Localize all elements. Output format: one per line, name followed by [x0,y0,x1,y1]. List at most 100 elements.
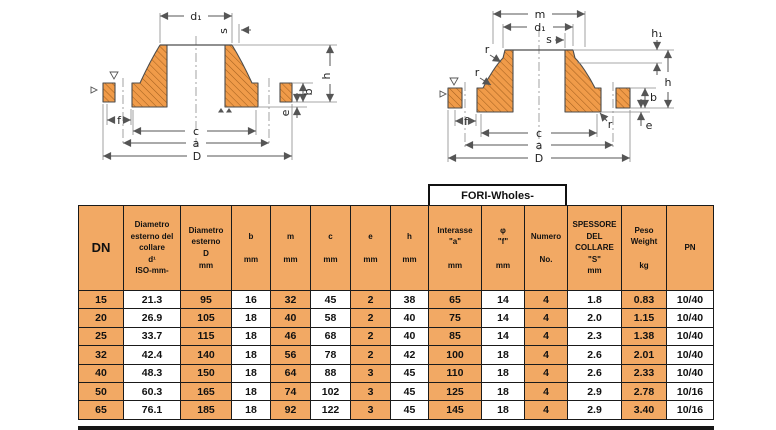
column-header-peso: Peso Weight kg [621,205,667,291]
table-cell: 2 [350,289,391,310]
right-flange-drawing: m d₁ s h₁ h b e f [439,8,674,165]
collar-section-right-half [564,49,602,113]
flange-section-left-half [131,44,168,108]
table-cell: 2 [350,326,391,347]
table-cell: 185 [180,400,232,420]
dim-label-r: r [485,43,490,56]
flange-ring-section [447,87,463,109]
table-cell: 10/40 [666,363,714,383]
dim-label-d1: d₁ [534,21,545,34]
table-cell: 40 [78,363,124,383]
table-cell: 18 [481,381,525,402]
surface-finish-icon [90,86,99,94]
column-header-dn: DN [78,205,124,291]
table-cell: 4 [524,289,568,310]
table-cell: 50 [78,381,124,402]
dim-label-f: f [464,115,469,128]
table-cell: 18 [231,381,271,402]
table-cell: 150 [180,363,232,383]
table-cell: 10/40 [666,345,714,365]
dim-label-b: b [650,91,657,104]
table-cell: 2.33 [621,363,667,383]
table-cell: 32 [78,345,124,365]
column-header-hole-diameter: φ "f" mm [481,205,525,291]
table-cell: 4 [524,326,568,347]
table-cell: 56 [270,345,311,365]
table-cell: 0.83 [621,289,667,310]
dim-label-s: s [217,28,230,34]
table-cell: 48.3 [123,363,181,383]
left-flange-drawing: d₁ s h b e f c a [90,10,337,163]
table-cell: 65 [428,289,482,310]
table-cell: 92 [270,400,311,420]
table-cell: 115 [180,326,232,347]
table-cell: 3 [350,381,391,402]
table-cell: 100 [428,345,482,365]
dim-label-m: m [535,8,546,21]
table-cell: 2.01 [621,345,667,365]
table-cell: 38 [390,289,429,310]
header-row: DN Diametro esterno del collare d¹ ISO-m… [78,205,714,291]
table-cell: 3.40 [621,400,667,420]
table-cell: 4 [524,381,568,402]
dim-label-b: b [302,88,315,95]
table-cell: 3 [350,363,391,383]
column-header-b: b mm [231,205,271,291]
table-cell: 3 [350,400,391,420]
flange-ring-section [279,82,293,103]
table-cell: 2.6 [567,363,622,383]
column-header-outer-diameter: Diametro esterno D mm [180,205,232,291]
table-cell: 18 [481,363,525,383]
table-cell: 10/40 [666,326,714,347]
table-cell: 2.6 [567,345,622,365]
table-cell: 105 [180,308,232,328]
table-cell: 25 [78,326,124,347]
dim-label-a: a [536,139,543,152]
table-cell: 14 [481,289,525,310]
table-cell: 18 [231,400,271,420]
table-cell: 18 [231,326,271,347]
flange-section-right-half [224,44,259,108]
table-cell: 58 [310,308,351,328]
dim-label-c: c [536,127,542,140]
table-cell: 10/40 [666,308,714,328]
table-cell: 88 [310,363,351,383]
table-cell: 78 [310,345,351,365]
table-cell: 26.9 [123,308,181,328]
table-cell: 15 [78,289,124,310]
table-cell: 102 [310,381,351,402]
table-cell: 21.3 [123,289,181,310]
column-header-spessore: SPESSORE DEL COLLARE "S" mm [567,205,622,291]
table-cell: 125 [428,381,482,402]
table-cell: 85 [428,326,482,347]
dim-label-r: r [475,66,480,79]
collar-section-left-half [476,49,514,113]
column-header-c: c mm [310,205,351,291]
table-cell: 16 [231,289,271,310]
table-cell: 45 [390,381,429,402]
table-cell: 74 [270,381,311,402]
table-cell: 1.38 [621,326,667,347]
dim-label-e: e [646,119,653,132]
column-header-h: h mm [390,205,429,291]
table-cell: 10/16 [666,381,714,402]
table-cell: 2.3 [567,326,622,347]
table-cell: 1.15 [621,308,667,328]
table-cell: 110 [428,363,482,383]
table-cell: 2 [350,345,391,365]
column-header-collar-od: Diametro esterno del collare d¹ ISO-mm- [123,205,181,291]
table-cell: 10/40 [666,289,714,310]
column-header-pn: PN [666,205,714,291]
table-cell: 165 [180,381,232,402]
table-cell: 45 [390,363,429,383]
dim-label-h: h [320,72,333,79]
table-cell: 95 [180,289,232,310]
dim-label-c: c [193,125,199,138]
dim-label-f: f [117,114,122,127]
